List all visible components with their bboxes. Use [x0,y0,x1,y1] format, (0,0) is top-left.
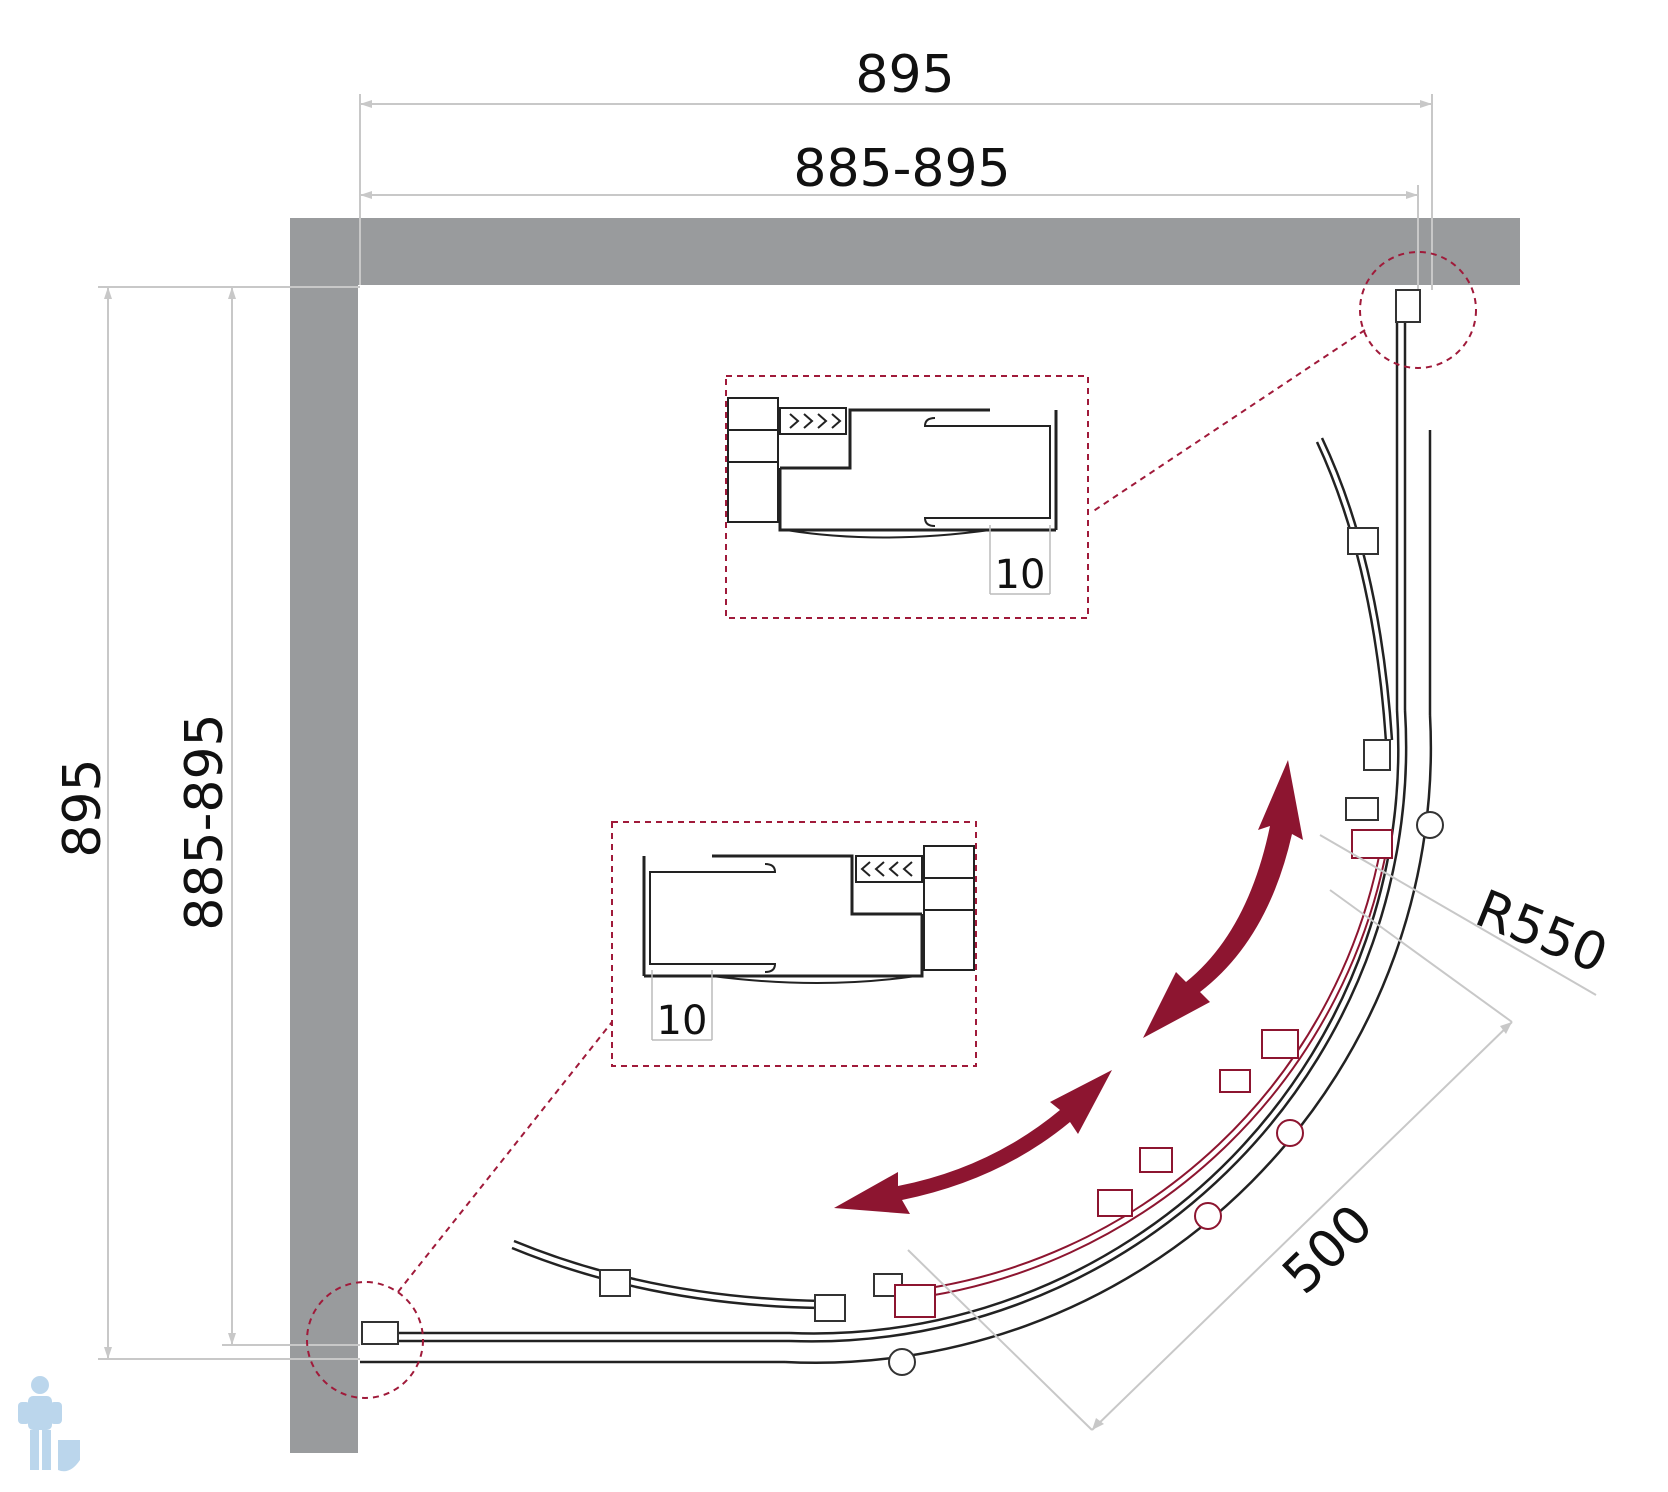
roller-bottom-door-2 [814,1294,846,1322]
left-dimension-inner: 885-895 [175,287,360,1346]
detail-callouts [306,251,1477,1399]
left-outer-label: 895 [53,758,113,857]
detail-box-bottom: 10 [611,821,977,1067]
top-dimension-inner: 885-895 [360,139,1419,290]
door-width-label: 500 [1272,1194,1385,1306]
left-inner-label: 885-895 [175,713,235,930]
double-arrow-icon [834,760,1303,1214]
clamp-red-4 [1139,1147,1173,1173]
detail-box-top: 10 [725,375,1089,619]
roller-top-door-2 [1363,739,1391,771]
knob-bottom-door [888,1348,916,1376]
knob-red-1 [1276,1119,1304,1147]
top-wall-profile [1395,289,1421,323]
door-hardware [361,289,1444,1376]
handle-top-door [1345,797,1379,821]
detail-circle-top [1359,251,1477,369]
bottom-wall-profile [361,1321,399,1345]
detail-top-gap-label: 10 [995,552,1046,598]
plumber-mascot-icon [18,1376,80,1472]
detail-bottom-gap-label: 10 [657,998,708,1044]
clamp-red-6 [894,1284,936,1318]
clamp-red-5 [1097,1189,1133,1217]
radius-label: R550 [1467,879,1615,985]
top-inner-label: 885-895 [793,139,1010,199]
roller-bottom-door-1 [599,1269,631,1297]
side-wall [290,218,358,1453]
back-wall [290,218,1520,285]
knob-top-door [1416,811,1444,839]
clamp-red-2 [1261,1029,1299,1059]
roller-top-door-1 [1347,527,1379,555]
top-dimension-outer: 895 [359,45,1433,290]
left-dimension-outer: 895 [53,286,360,1360]
knob-red-2 [1194,1202,1222,1230]
clamp-red-3 [1219,1069,1251,1093]
detail-circle-bottom [306,1281,424,1399]
top-outer-label: 895 [855,45,954,105]
clamp-red-1 [1351,829,1393,859]
